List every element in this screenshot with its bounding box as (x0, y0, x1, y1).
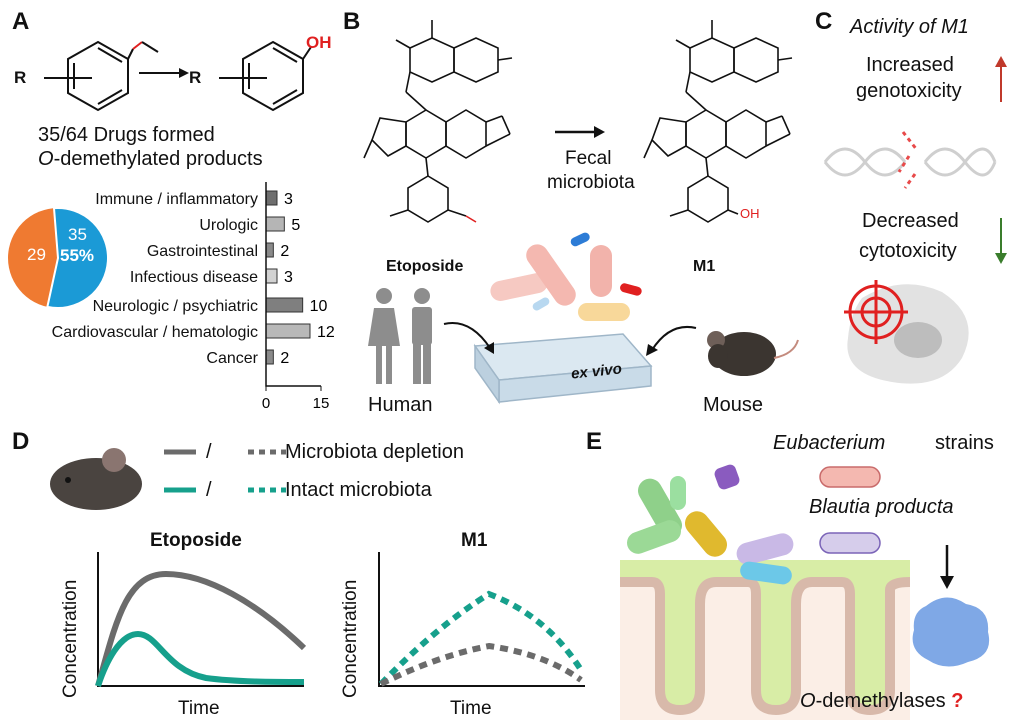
x-axis-label-2: Time (450, 698, 492, 719)
summary-line-2: O-demethylated products (38, 148, 263, 170)
bar-value-label: 5 (291, 217, 300, 234)
x-axis-label-1: Time (178, 698, 220, 719)
activity-title: Activity of M1 (850, 16, 969, 38)
bar-value-label: 3 (284, 191, 293, 208)
bar-axis-tick-label: 15 (313, 395, 330, 412)
gut-bacteria-cluster (627, 464, 794, 585)
target-cell-icon (844, 280, 969, 384)
panel-label-e: E (586, 428, 603, 455)
etoposide-depletion-curve (95, 570, 307, 687)
human-icon (368, 288, 432, 384)
pie-value-not-formed: 29 (27, 245, 46, 264)
legend-intact-swatches (164, 487, 286, 493)
summary-line-1: 35/64 Drugs formed (38, 124, 215, 146)
legend-slash-2: / (206, 479, 212, 501)
mouse-label: Mouse (703, 394, 764, 416)
legend-depletion-swatches (164, 449, 286, 455)
etoposide-plot (95, 552, 307, 687)
m1-plot (378, 552, 585, 687)
legend-slash-1: / (206, 441, 212, 463)
bar (265, 216, 285, 232)
legend-intact-label: Intact microbiota (285, 479, 432, 501)
bar-value-label: 3 (284, 269, 293, 286)
bar (265, 190, 278, 206)
panel-label-b: B (343, 8, 361, 35)
bar-label: Immune / inflammatory (95, 191, 258, 208)
reaction-arrow-a (139, 68, 189, 78)
bar (265, 349, 274, 365)
cytotoxicity-label: cytotoxicity (859, 240, 957, 262)
increased-label: Increased (866, 54, 954, 76)
r-group-left: R (14, 68, 27, 87)
human-to-plate-arrow (443, 322, 494, 354)
anisole-structure (44, 40, 159, 112)
blautia-icon (819, 532, 881, 554)
pie-value-formed: 35 (68, 225, 87, 244)
m1-structure (643, 20, 793, 223)
pie-slice-formed (46, 207, 109, 309)
fecal-label: Fecal (565, 148, 612, 169)
down-arrow-icon (995, 218, 1007, 264)
etoposide-label: Etoposide (386, 258, 464, 275)
eubacterium-label: Eubacterium (773, 432, 886, 454)
bar-value-label: 10 (310, 298, 328, 315)
m1-intact-curve (378, 590, 584, 687)
conversion-arrow-b (555, 126, 605, 138)
bar-axis (265, 182, 321, 387)
bar-axis-tick-label: 0 (262, 395, 270, 412)
m1-oh-label: OH (740, 206, 760, 221)
bar-chart-labels: Immune / inflammatory Urologic Gastroint… (0, 188, 258, 378)
bar (265, 323, 311, 339)
enzyme-icon (912, 597, 990, 667)
mouse-head-icon (50, 448, 142, 510)
genotoxicity-label: genotoxicity (856, 80, 962, 102)
bar-value-label: 12 (317, 324, 335, 341)
etoposide-plot-title: Etoposide (150, 530, 242, 551)
bar-label: Urologic (199, 217, 258, 234)
bacteria-cluster (490, 232, 642, 321)
bar-label: Cancer (206, 350, 258, 367)
mouse-icon (707, 331, 799, 376)
bar-label: Infectious disease (129, 269, 258, 286)
strains-label: strains (935, 432, 994, 454)
panel-label-c: C (815, 8, 833, 35)
m1-label: M1 (693, 258, 716, 275)
bar-label: Cardiovascular / hematologic (51, 324, 258, 341)
microbiota-label: microbiota (547, 172, 635, 193)
enzyme-label: O-demethylases ? (800, 690, 964, 712)
bar (265, 242, 274, 258)
pie-percent-label: 55% (60, 246, 95, 265)
question-icon: ? (951, 690, 964, 712)
up-arrow-icon (995, 56, 1007, 102)
well-plate-icon (473, 333, 653, 405)
panel-label-a: A (12, 8, 30, 35)
y-axis-label-1: Concentration (60, 579, 81, 698)
bar (265, 297, 304, 313)
decreased-label: Decreased (862, 210, 959, 232)
m1-depletion-curve (379, 642, 583, 687)
dna-break-icon (823, 131, 997, 189)
enzyme-arrow (940, 545, 954, 589)
mouse-to-plate-arrow (646, 326, 697, 356)
bar-label: Gastrointestinal (146, 243, 258, 260)
pie-chart (8, 207, 109, 309)
etoposide-structure (363, 20, 513, 223)
oh-label-a: OH (306, 33, 332, 52)
panel-label-d: D (12, 428, 30, 455)
etoposide-intact-curve (95, 630, 305, 687)
bar-value-label: 2 (280, 350, 289, 367)
bar (265, 268, 278, 284)
bar-value-label: 2 (280, 243, 289, 260)
eubacterium-icon (819, 466, 881, 488)
bar-label: Neurologic / psychiatric (92, 298, 258, 315)
y-axis-label-2: Concentration (340, 579, 361, 698)
phenol-structure (219, 40, 312, 112)
r-group-right: R (189, 68, 202, 87)
blautia-label: Blautia producta (809, 496, 954, 518)
human-label: Human (368, 394, 433, 416)
legend-depletion-label: Microbiota depletion (285, 441, 464, 463)
gut-epithelium-illustration (620, 560, 911, 720)
m1-plot-title: M1 (461, 530, 488, 551)
